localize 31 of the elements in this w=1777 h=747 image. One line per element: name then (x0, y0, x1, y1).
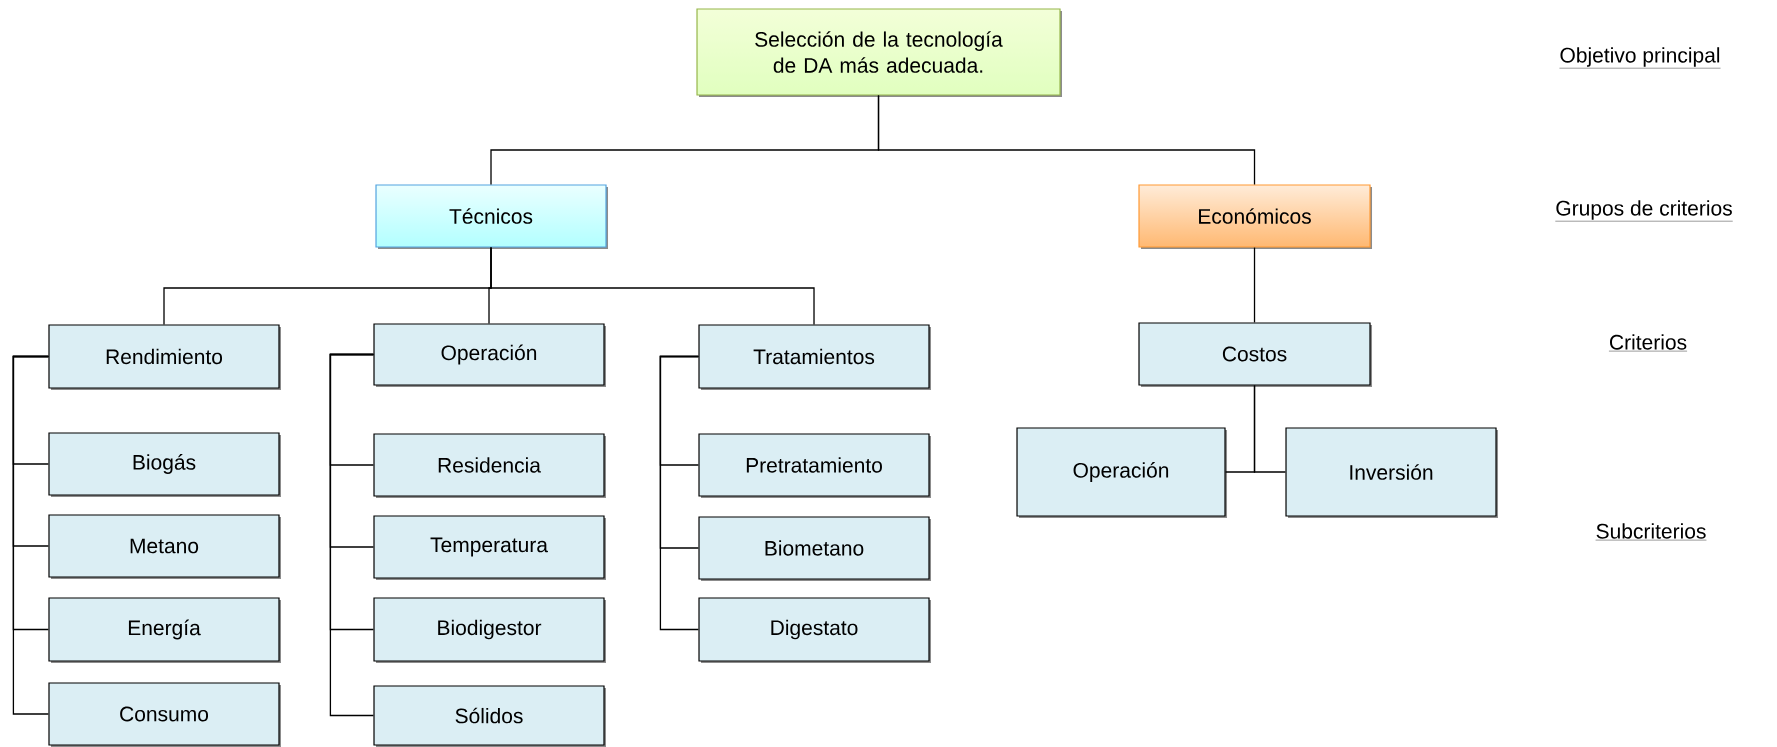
criteria-box: Biometano (698, 516, 931, 581)
level-label: Objetivo principal (1559, 47, 1721, 69)
criteria-box: Digestato (698, 597, 931, 663)
criteria-box: Operación (373, 323, 606, 387)
criteria-box: Metano (48, 514, 281, 579)
criteria-box: Rendimiento (48, 324, 281, 390)
connector-line (1253, 384, 1287, 473)
goal-box: Selección de la tecnología de DA más adecuada. (696, 8, 1062, 97)
criteria-box: Técnicos (375, 184, 608, 249)
criteria-box: Temperatura (373, 515, 606, 580)
criteria-box: Tratamientos (698, 324, 931, 390)
criteria-box: Operación (1016, 427, 1227, 518)
connector-line (659, 355, 700, 631)
connector-line (329, 353, 375, 717)
criteria-box: Consumo (48, 682, 281, 747)
criteria-box: Pretratamiento (698, 433, 931, 498)
level-label: Criterios (1608, 334, 1688, 352)
criteria-box: Económicos (1138, 184, 1372, 249)
level-label: Subcriterios (1595, 523, 1707, 541)
connector-line (877, 94, 1256, 186)
criteria-box: Biodigestor (373, 597, 606, 663)
level-label: Grupos de criterios (1555, 200, 1733, 222)
criteria-box: Sólidos (373, 685, 606, 747)
connector-line (12, 355, 50, 715)
criteria-box: Biogás (48, 432, 281, 497)
criteria-box: Energía (48, 597, 281, 663)
criteria-box: Residencia (373, 433, 606, 498)
connector-line (1253, 246, 1256, 324)
criteria-box: Inversión (1285, 427, 1498, 518)
connector-line (490, 246, 815, 326)
criteria-box: Costos (1138, 322, 1372, 387)
